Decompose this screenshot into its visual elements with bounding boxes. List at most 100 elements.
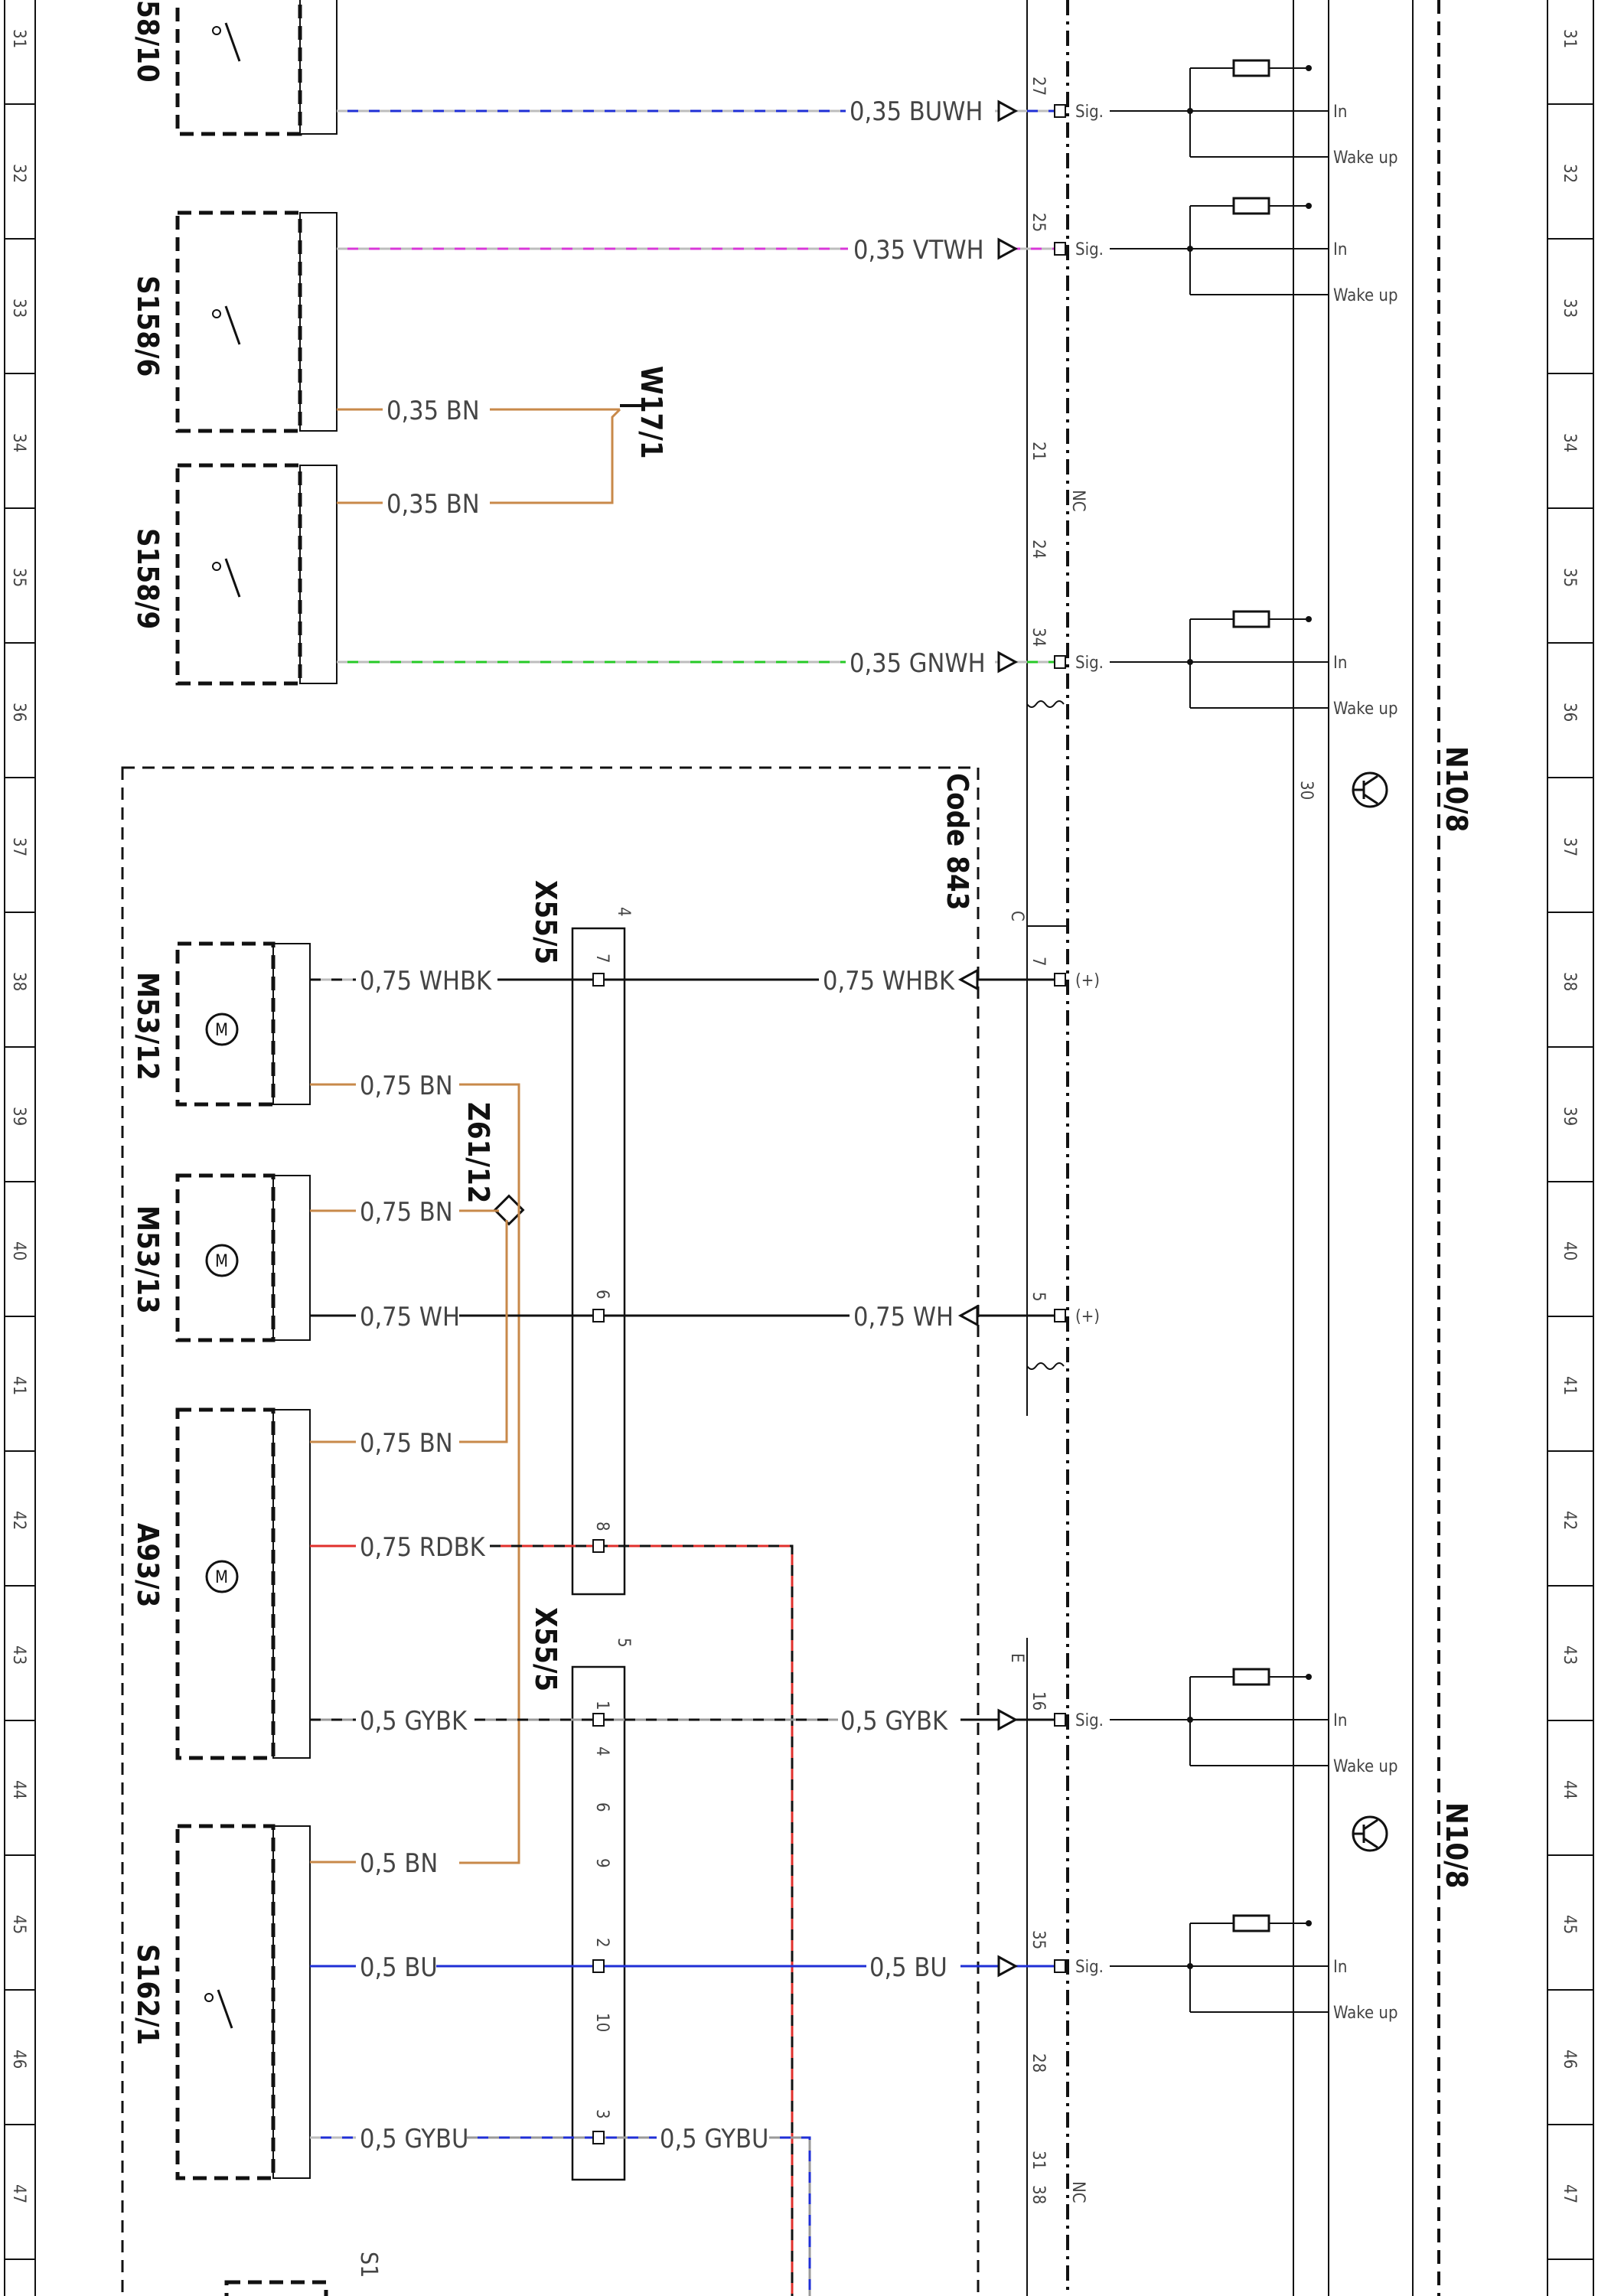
m53-12-label: M53/12: [131, 972, 165, 1081]
wake-up-label: Wake up: [1333, 286, 1398, 305]
switch-s158-10: 58/10: [131, 0, 302, 136]
junction-dot: [1306, 616, 1312, 622]
row-ruler-left: [4, 0, 36, 2296]
transistor-icon: [1352, 1815, 1388, 1852]
pin-contact: [1054, 655, 1066, 669]
plus-label: (+): [1075, 971, 1100, 990]
wire-label-whbk-1: 0,75 WHBK: [360, 966, 492, 996]
z61-12-label: Z61/12: [461, 1102, 495, 1203]
row-number: 45: [1560, 1915, 1579, 1934]
m53-13-label: M53/13: [131, 1205, 165, 1314]
sig-label: Sig.: [1075, 654, 1104, 673]
wire-label-buwh: 0,35 BUWH: [850, 96, 983, 127]
wire-label-vtwh: 0,35 VTWH: [853, 235, 984, 266]
resistor-icon: [1232, 1914, 1270, 1932]
switch-s162-1: S162/1: [131, 1824, 276, 2180]
pin-contact: [1054, 973, 1066, 987]
wire-label-wh-1: 0,75 WH: [360, 1302, 460, 1332]
switch-s158-9: S158/9: [131, 463, 302, 686]
wire-label-gybk-1: 0,5 GYBK: [360, 1706, 468, 1737]
splice-z61-12: Z61/12: [461, 1102, 525, 1226]
connector-column: [1026, 700, 1068, 1370]
x55-pin-4: 4: [614, 907, 633, 917]
row-number: 45: [9, 1915, 28, 1934]
row-number: 40: [9, 1241, 28, 1261]
x55-pin-5: 5: [614, 1638, 633, 1648]
pin-34: 34: [1029, 628, 1048, 647]
wire-label-bn-2: 0,35 BN: [386, 489, 480, 520]
nc-label: NC: [1068, 2181, 1088, 2203]
connector-arrow-icon: [957, 968, 979, 991]
a93-3-label: A93/3: [131, 1523, 165, 1607]
nc-label: NC: [1068, 490, 1088, 512]
resistor-icon: [1232, 610, 1270, 628]
junction-dot: [1187, 246, 1193, 252]
wire-label-gnwh: 0,35 GNWH: [850, 648, 986, 679]
row-number: 37: [9, 837, 28, 856]
pin-21: 21: [1029, 442, 1048, 461]
transistor-icon: [1352, 771, 1388, 808]
x55-pin-7: 7: [592, 954, 611, 964]
row-number: 34: [9, 433, 28, 452]
row-number: 44: [1560, 1780, 1579, 1799]
row-number: 37: [1560, 837, 1579, 856]
s162-1-label: S162/1: [131, 1944, 165, 2045]
pin-contact: [1054, 104, 1066, 118]
connector-x55-5-upper: X55/5: [529, 880, 626, 1596]
pin-38: 38: [1029, 2185, 1048, 2204]
wire-bn: [490, 408, 621, 504]
connector-arrow-icon: [997, 1708, 1019, 1731]
x55-pin-3: 3: [592, 2109, 611, 2119]
connector-pins: 27 25 21 24 34 C 7 5 E 16 35 28 31 38 NC…: [1007, 77, 1088, 2204]
wire-label-bu-2: 0,5 BU: [869, 1952, 947, 1983]
s1-label: S1: [355, 2252, 382, 2278]
row-number: 33: [9, 298, 28, 318]
wire-label-bn-3: 0,75 BN: [360, 1071, 453, 1101]
in-label: In: [1333, 103, 1347, 122]
wire-label-bn-4: 0,75 BN: [360, 1197, 453, 1228]
motor-icon: [205, 1244, 239, 1277]
actuator-a93-3: A93/3: [131, 1407, 276, 1760]
row-number: 44: [9, 1780, 28, 1799]
n10-8-label-top: N10/8: [1440, 746, 1473, 832]
wire-label-rdbk: 0,75 RDBK: [360, 1532, 486, 1563]
wake-up-label: Wake up: [1333, 2004, 1398, 2023]
in-label: In: [1333, 1711, 1347, 1730]
junction-dot: [1306, 65, 1312, 71]
row-number: 31: [1560, 29, 1579, 48]
switch-contact: [224, 558, 241, 598]
connector-arrow-icon: [997, 651, 1019, 673]
connector-x55-5-lower: X55/5: [529, 1607, 626, 2181]
row-number: 40: [1560, 1241, 1579, 1261]
junction-dot: [1306, 1920, 1312, 1926]
x55-5-lower-label: X55/5: [529, 1607, 563, 1691]
row-number: 32: [9, 164, 28, 183]
row-number: 47: [9, 2184, 28, 2203]
pin-28: 28: [1029, 2053, 1048, 2073]
pin-5: 5: [1029, 1292, 1048, 1302]
connector-arrow-icon: [997, 237, 1019, 260]
wire-label-gybk-2: 0,5 GYBK: [840, 1706, 948, 1737]
pin-strips: [272, 0, 338, 2179]
pin-16: 16: [1029, 1691, 1048, 1711]
pin-contact: [1054, 242, 1066, 256]
x55-pin-1: 1: [592, 1701, 611, 1711]
row-number: 46: [1560, 2050, 1579, 2069]
x55-5-upper-label: X55/5: [529, 880, 563, 964]
wire-gybu-stripe: [769, 2136, 811, 2296]
x55-pin-10: 10: [592, 2013, 611, 2032]
junction-dot: [1187, 659, 1193, 665]
row-number: 36: [1560, 703, 1579, 722]
switch-contact: [224, 305, 241, 345]
wire-label-bu-1: 0,5 BU: [360, 1952, 438, 1983]
resistor-icon: [1232, 197, 1270, 215]
wire-bn: [459, 1220, 508, 1443]
motor-icon-glyph: M: [215, 1568, 228, 1587]
row-number: 38: [9, 972, 28, 991]
junction-dot: [1187, 1717, 1193, 1723]
connector-arrow-icon: [997, 99, 1019, 122]
row-number: 39: [9, 1107, 28, 1126]
row-number: 31: [9, 29, 28, 48]
